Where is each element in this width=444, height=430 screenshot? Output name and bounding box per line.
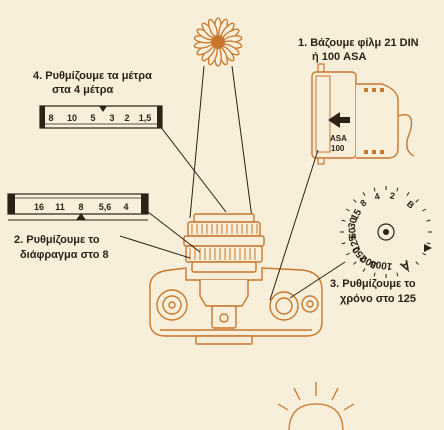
shutter-speed-value: 30 [347, 216, 361, 230]
dial-tick [362, 268, 366, 273]
distance-value: 2 [124, 113, 129, 123]
shutter-speed-value: 60 [347, 227, 358, 239]
dial-tick [353, 199, 357, 203]
dial-tick [396, 272, 399, 277]
dial-tick [353, 261, 357, 265]
aperture-pointer [76, 213, 86, 220]
dial-mark: 8 [358, 198, 368, 209]
dial-tick [415, 261, 419, 265]
film-arrow-icon [328, 112, 340, 128]
view-lines [189, 65, 253, 219]
dial-mark: 4 [374, 191, 381, 202]
asa-label: ASA [330, 134, 347, 143]
dial-tick [341, 242, 346, 245]
aperture-value: 4 [123, 202, 128, 212]
distance-scale: 8 10 5 3 2 1,5 [39, 105, 163, 129]
flower-icon [193, 17, 243, 67]
step-4-label-line-2: στα 4 μέτρα [52, 84, 114, 96]
dial-tick [422, 252, 427, 256]
dial-tick [345, 252, 350, 256]
step-3-label-line-1: 3. Ρυθμίζουμε το [330, 278, 416, 290]
aperture-value: 5,6 [99, 202, 112, 212]
dial-tick [406, 268, 410, 273]
dial-tick [426, 242, 431, 245]
aperture-scale: 16 11 8 5,6 4 [7, 193, 149, 221]
distance-value: 5 [90, 113, 95, 123]
distance-leader-line [159, 125, 227, 213]
dial-tick [341, 219, 346, 222]
film-leader-line [269, 149, 319, 301]
shutter-speed-value: 125 [347, 233, 363, 253]
dial-tick [406, 191, 410, 196]
asa-value: 100 [331, 144, 345, 153]
sun-icon [277, 382, 355, 430]
step-2-label-line-2: διάφραγμα στο 8 [20, 249, 109, 261]
step-2-label-line-1: 2. Ρυθμίζουμε το [14, 234, 100, 246]
shutter-leader-line [289, 261, 346, 299]
dial-tick [422, 208, 427, 212]
dial-pointer [424, 244, 432, 252]
distance-value: 3 [109, 113, 114, 123]
step-1-label-line-1: 1. Βάζουμε φίλμ 21 DIN [298, 37, 419, 49]
dial-mark: 2 [389, 191, 396, 202]
distance-value: 1,5 [139, 113, 152, 123]
distance-value: 8 [48, 113, 53, 123]
dial-tick [373, 187, 376, 192]
aperture-value-selected: 8 [78, 202, 83, 212]
aperture-leader-line [147, 211, 201, 253]
dial-tick [362, 191, 366, 196]
step-1-label-line-2: ή 100 ASA [312, 51, 366, 63]
distance-value: 10 [67, 113, 77, 123]
step-3-label-line-2: χρόνο στο 125 [340, 293, 416, 305]
shutter-speed-value: 1000 [369, 258, 393, 272]
camera-illustration [149, 213, 323, 345]
aperture-leader-line [119, 235, 191, 259]
dial-tick [396, 187, 399, 192]
dial-tick [345, 208, 350, 212]
aperture-value: 11 [55, 202, 65, 212]
shutter-speed-value: 15 [349, 207, 364, 223]
distance-pointer [99, 106, 107, 112]
dial-tick [426, 219, 431, 222]
step-4-label-line-1: 4. Ρυθμίζουμε τα μέτρα [33, 70, 152, 82]
dial-tick [373, 272, 376, 277]
dial-tick [415, 199, 419, 203]
dial-mark: B [405, 199, 417, 211]
aperture-value: 16 [34, 202, 44, 212]
film-canister-icon: ASA 100 [311, 63, 415, 165]
